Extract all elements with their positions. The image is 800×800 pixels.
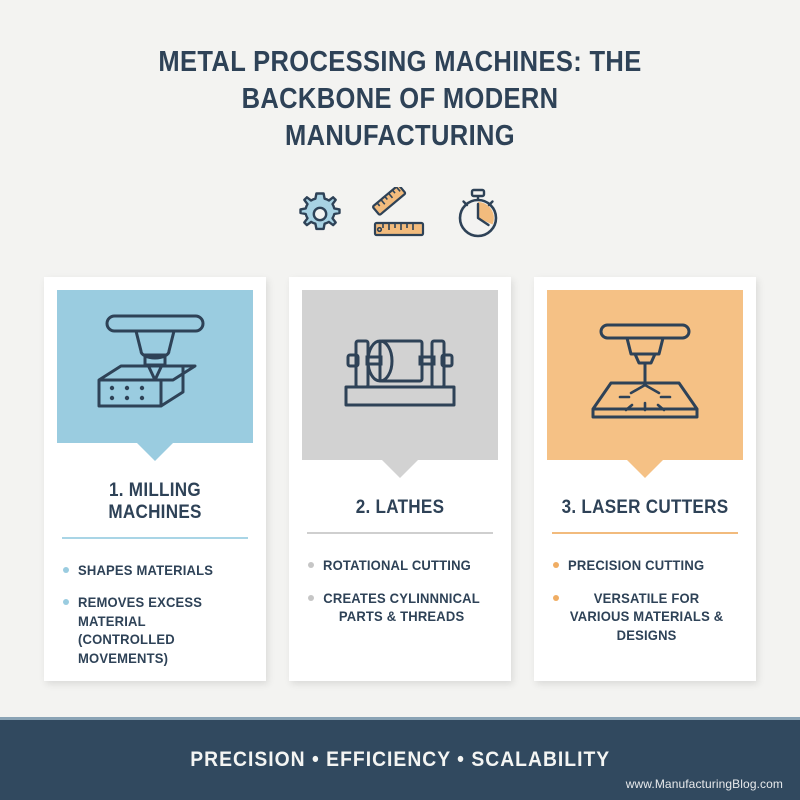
bullet-label: ROTATIONAL CUTTING — [323, 557, 472, 574]
bullet-dot — [63, 599, 69, 606]
card-bullets-laser: PRECISION CUTTING VERSATILE FOR VARIOUS … — [547, 534, 743, 658]
card-divider-lathes — [307, 532, 493, 535]
list-item: SHAPES MATERIALS — [63, 561, 247, 579]
footer-bar: PRECISION • EFFICIENCY • SCALABILITY www… — [0, 717, 800, 800]
card-lathes[interactable]: 2. LATHES ROTATIONAL CUTTING CREATES CYL… — [289, 277, 511, 682]
card-title-laser: 3. LASER CUTTERS — [561, 497, 729, 519]
page-title: METAL PROCESSING MACHINES: THE BACKBONE … — [158, 46, 642, 153]
bullet-label: SHAPES MATERIALS — [78, 561, 214, 578]
title-block: METAL PROCESSING MACHINES: THE BACKBONE … — [0, 0, 800, 155]
bullet-dot — [63, 566, 69, 573]
gear-icon — [295, 189, 345, 244]
card-bullets-milling: SHAPES MATERIALS REMOVES EXCESS MATERIAL… — [57, 539, 253, 681]
bullet-dot — [308, 562, 314, 569]
card-notch-laser — [627, 460, 663, 479]
list-item: PRECISION CUTTING — [553, 556, 737, 574]
footer-tagline: PRECISION • EFFICIENCY • SCALABILITY — [190, 748, 610, 771]
milling-machine-icon — [89, 308, 221, 425]
card-title-milling: 1. MILLING MACHINES — [108, 480, 202, 524]
bullet-dot — [553, 562, 559, 569]
list-item: CREATES CYLINNNICAL PARTS & THREADS — [308, 589, 492, 626]
bullet-label: VERSATILE FOR VARIOUS MATERIALS & DESIGN… — [569, 589, 724, 643]
cards-row: 1. MILLING MACHINES SHAPES MATERIALS REM… — [0, 277, 800, 682]
stopwatch-icon — [451, 187, 505, 246]
bullet-dot — [308, 594, 314, 601]
card-laser-cutters[interactable]: 3. LASER CUTTERS PRECISION CUTTING VERSA… — [534, 277, 756, 682]
rulers-icon — [367, 184, 429, 246]
card-title-lathes: 2. LATHES — [355, 497, 445, 519]
card-header-lathes — [302, 290, 498, 479]
bullet-label: REMOVES EXCESS MATERIAL (CONTROLLED MOVE… — [78, 594, 203, 666]
card-divider-milling — [62, 537, 248, 539]
laser-cutter-icon — [579, 317, 711, 434]
card-notch-milling — [137, 443, 173, 462]
list-item: ROTATIONAL CUTTING — [308, 556, 492, 574]
card-header-laser — [547, 290, 743, 479]
bullet-label: CREATES CYLINNNICAL PARTS & THREADS — [323, 589, 480, 625]
footer-url[interactable]: www.ManufacturingBlog.com — [625, 777, 783, 791]
list-item: VERSATILE FOR VARIOUS MATERIALS & DESIGN… — [553, 589, 737, 644]
card-header-milling — [57, 290, 253, 462]
bullet-label: PRECISION CUTTING — [568, 557, 705, 574]
card-bullets-lathes: ROTATIONAL CUTTING CREATES CYLINNNICAL P… — [302, 534, 498, 639]
bullet-dot — [553, 594, 559, 601]
list-item: REMOVES EXCESS MATERIAL (CONTROLLED MOVE… — [63, 593, 247, 667]
card-divider-laser — [552, 532, 738, 535]
header-icon-strip — [0, 181, 800, 251]
card-notch-lathes — [382, 460, 418, 479]
lathe-icon — [334, 317, 466, 434]
card-milling-machines[interactable]: 1. MILLING MACHINES SHAPES MATERIALS REM… — [44, 277, 266, 682]
